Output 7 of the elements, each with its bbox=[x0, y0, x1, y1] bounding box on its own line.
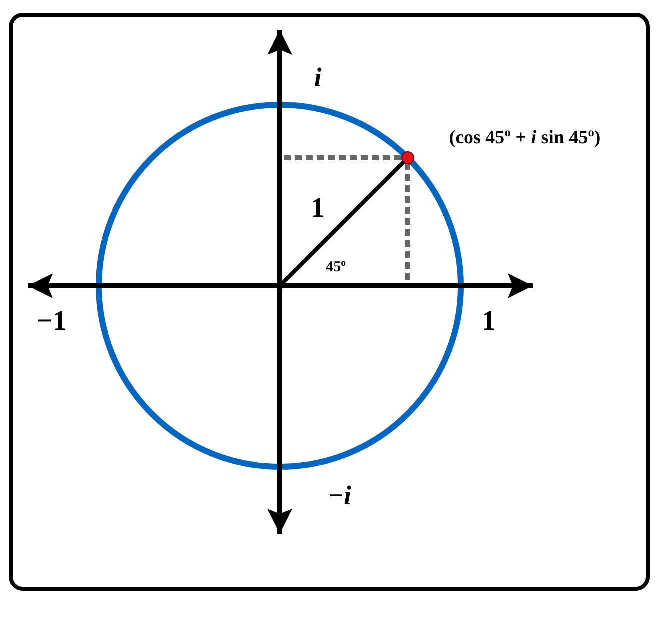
point-label: (cos 45$^{o}$ + i sin 45$^{o}$) bbox=[449, 128, 601, 148]
axis-label: i bbox=[314, 64, 322, 92]
axis-label: −1 bbox=[37, 308, 67, 336]
angle-label: 45$^{o}$ bbox=[326, 260, 346, 276]
axis-label: 1 bbox=[482, 308, 496, 336]
radius-label: 1 bbox=[311, 195, 325, 223]
axis-label: −i bbox=[328, 482, 352, 510]
